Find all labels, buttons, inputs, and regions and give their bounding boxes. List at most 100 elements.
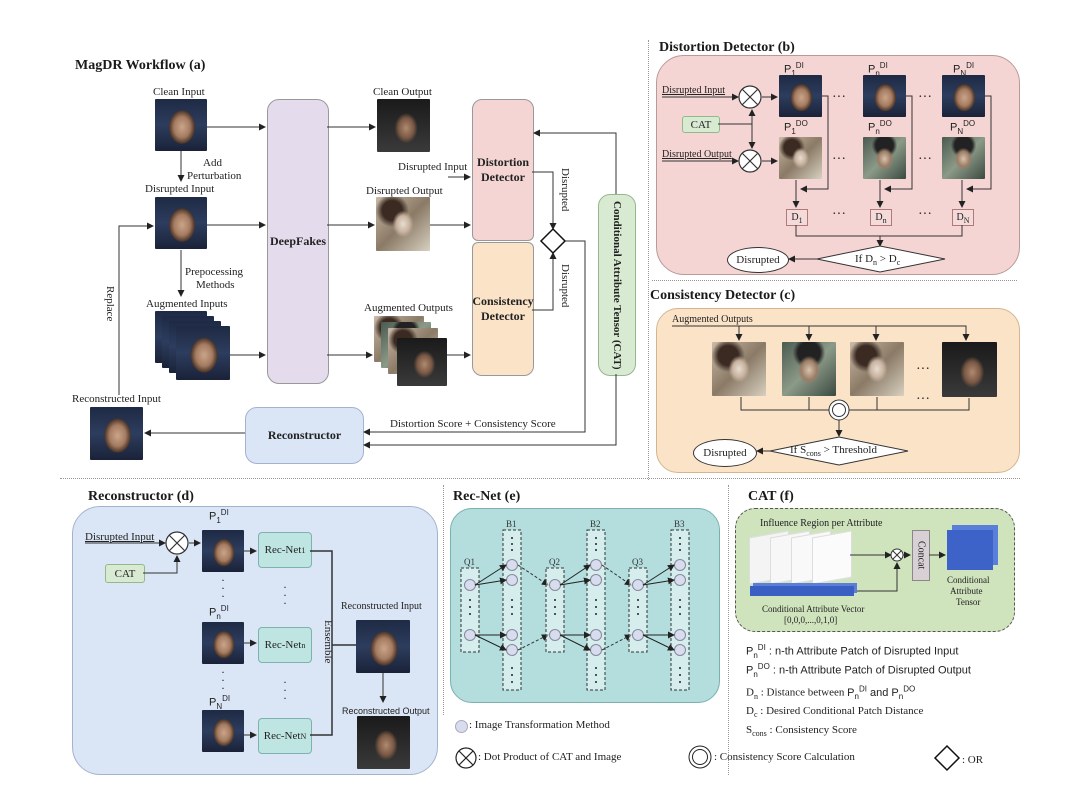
recnet-skip-edge bbox=[601, 634, 632, 651]
reconstructor-box: Reconstructor bbox=[245, 407, 364, 464]
or-diamond-icon bbox=[539, 227, 567, 255]
dd-decision-diamond bbox=[816, 245, 946, 273]
recnet-q-label: Q1 bbox=[464, 557, 475, 567]
legend-pdo: PnDO : n-th Attribute Patch of Disrupted… bbox=[746, 662, 971, 679]
rc-patch-p1di: P1DI bbox=[209, 508, 229, 525]
legend-image-transform: : Image Transformation Method bbox=[469, 719, 610, 731]
dd-image-pNdo bbox=[942, 137, 985, 179]
recnet-dot bbox=[554, 599, 556, 601]
consistency-detector-title: Consistency Detector (c) bbox=[650, 288, 796, 303]
rc-reconstructed-input-image bbox=[356, 620, 410, 673]
legend-or: : OR bbox=[962, 754, 984, 766]
dd-image-pndi bbox=[863, 75, 906, 117]
cd-decision-text: If Scons > Threshold bbox=[790, 444, 877, 459]
recnet-dot bbox=[679, 549, 681, 551]
legend-dn: Dn : Distance between PnDI and PnDO bbox=[746, 684, 916, 701]
deepfakes-label: DeepFakes bbox=[270, 234, 326, 248]
rc-cat-label: CAT bbox=[114, 567, 136, 580]
cat-vector-label: Conditional Attribute Vector bbox=[762, 604, 865, 614]
dd-patch-pndi: PnDI bbox=[868, 61, 888, 78]
rc-vdots: ··· bbox=[221, 665, 225, 695]
cd-ellipsis: ··· bbox=[916, 392, 930, 407]
dd-ellipsis: ··· bbox=[832, 90, 846, 105]
recnet-dot bbox=[679, 613, 681, 615]
recnet-dot bbox=[469, 606, 471, 608]
distortion-detector-title: Distortion Detector (b) bbox=[659, 40, 795, 55]
recnet-panel bbox=[450, 508, 720, 703]
recnet-q-block bbox=[628, 567, 648, 653]
legend-scons: Scons : Consistency Score bbox=[746, 724, 857, 739]
arrow-replace bbox=[118, 222, 154, 395]
recnet-skip-edge bbox=[517, 634, 549, 651]
dd-decision-text: If Dn > Dc bbox=[855, 253, 901, 268]
clean-output-label: Clean Output bbox=[373, 86, 432, 98]
cd-output-image-2 bbox=[782, 342, 836, 396]
dd-ellipsis: ··· bbox=[918, 152, 932, 167]
dd-patch-pNdi: PNDI bbox=[953, 61, 975, 78]
recnet-edge bbox=[474, 564, 507, 586]
recnet-dot bbox=[679, 674, 681, 676]
dd-image-p1di bbox=[779, 75, 822, 117]
cat-bar-label: Conditional Attribute Tensor (CAT) bbox=[611, 200, 623, 370]
arrow-distortion-to-or bbox=[532, 171, 557, 230]
cat-concat-label: Concat bbox=[915, 541, 927, 570]
cd-disrupted-oval: Disrupted bbox=[693, 439, 757, 467]
recnet-dot bbox=[595, 681, 597, 683]
recnet-dot bbox=[511, 681, 513, 683]
legend-or-icon bbox=[933, 744, 961, 772]
rc-patch-pndi: PnDI bbox=[209, 604, 229, 621]
arrow-cat-to-distortion bbox=[533, 129, 617, 194]
recnet-edge bbox=[559, 577, 591, 586]
rc-vdots: ··· bbox=[283, 675, 287, 705]
recnet-dot bbox=[511, 599, 513, 601]
recnet-dot bbox=[511, 537, 513, 539]
add-perturbation-label-1: Add bbox=[203, 157, 222, 169]
recnet-dot bbox=[595, 606, 597, 608]
recnet-dot bbox=[511, 613, 513, 615]
augmented-inputs-label: Augmented Inputs bbox=[146, 298, 228, 310]
legend-image-transform-icon bbox=[455, 720, 468, 733]
cd-output-image-1 bbox=[712, 342, 766, 396]
recnet-dot bbox=[554, 613, 556, 615]
rc-vdots: ··· bbox=[221, 573, 225, 603]
recnet-edge bbox=[474, 634, 507, 651]
cd-output-image-3 bbox=[850, 342, 904, 396]
recnet-dot bbox=[595, 674, 597, 676]
recnet-dot bbox=[595, 537, 597, 539]
cat-title: CAT (f) bbox=[748, 489, 794, 504]
augmented-outputs-label: Augmented Outputs bbox=[364, 302, 453, 314]
legend-dot-product: : Dot Product of CAT and Image bbox=[478, 751, 622, 763]
disrupted-bottom-label: Disrupted bbox=[559, 264, 571, 308]
cd-decision-diamond bbox=[769, 436, 909, 466]
augmented-output-stack-4 bbox=[397, 338, 447, 386]
separator-e-f bbox=[728, 485, 729, 775]
augmented-input-stack-4 bbox=[176, 326, 230, 380]
recnet-dot bbox=[637, 599, 639, 601]
recnet-dot bbox=[679, 667, 681, 669]
recnet-edge bbox=[559, 564, 591, 586]
rc-disrupted-input-label: Disrupted Input bbox=[85, 531, 155, 543]
cd-ellipsis: ··· bbox=[916, 362, 930, 377]
disrupted-input-arrow-label: Disrupted Input bbox=[398, 161, 468, 173]
separator-horizontal bbox=[60, 478, 1020, 479]
dd-distance-dn: Dn bbox=[870, 209, 892, 226]
cd-output-image-4 bbox=[942, 342, 997, 397]
cat-tensor-label-2: Attribute bbox=[950, 586, 983, 596]
recnet-dot bbox=[511, 549, 513, 551]
legend-consistency-calc: : Consistency Score Calculation bbox=[714, 751, 855, 763]
cat-bar: Conditional Attribute Tensor (CAT) bbox=[598, 194, 636, 376]
recnet-dot bbox=[511, 606, 513, 608]
rc-reconstructed-output-image bbox=[357, 716, 410, 769]
recnet-dot bbox=[595, 613, 597, 615]
dd-patch-p1di: P1DI bbox=[784, 61, 804, 78]
dd-ellipsis: ··· bbox=[832, 152, 846, 167]
rc-cat-box: CAT bbox=[105, 564, 145, 583]
recnet-b-label: B1 bbox=[506, 519, 517, 529]
cat-tensor-cube bbox=[947, 530, 993, 570]
recnet-edge bbox=[642, 564, 675, 586]
dd-ellipsis: ··· bbox=[832, 207, 846, 222]
recnet-q-label: Q2 bbox=[549, 557, 560, 567]
reconstructed-input-label: Reconstructed Input bbox=[72, 393, 161, 405]
